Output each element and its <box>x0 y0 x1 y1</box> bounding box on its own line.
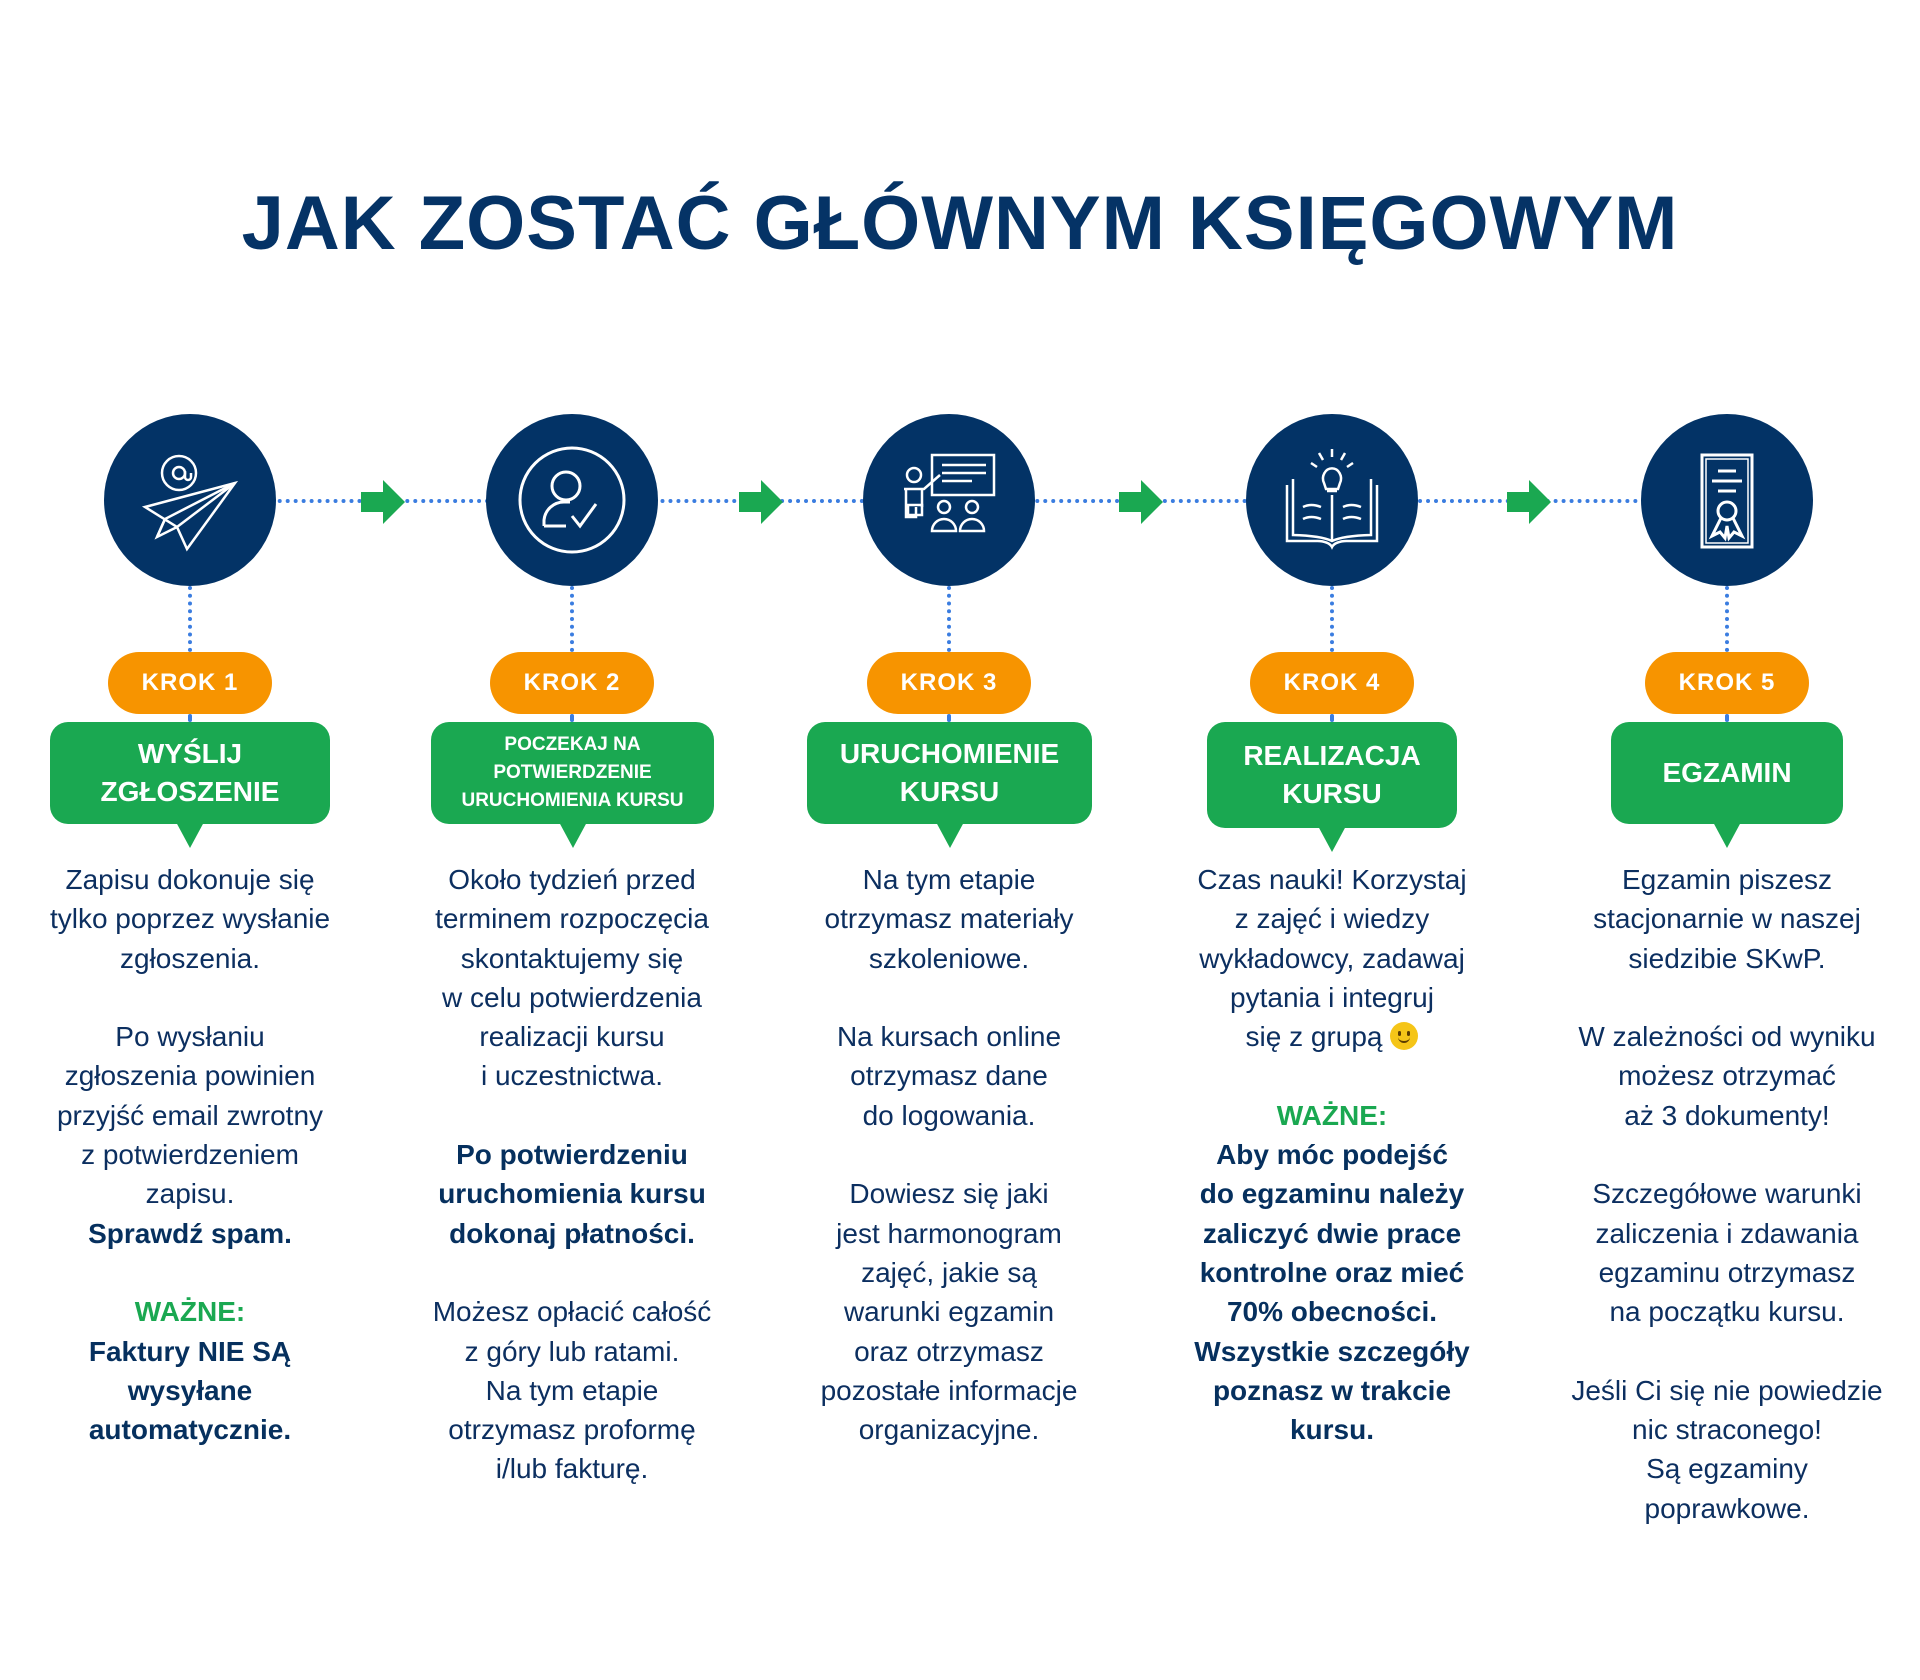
paragraph: WAŻNE: Faktury NIE SĄ wysyłane automatycz… <box>0 1292 410 1449</box>
connector-line <box>188 586 192 652</box>
connector-line <box>1330 714 1334 722</box>
text: Czas nauki! Korzystaj z zajęć i wiedzy w… <box>1197 864 1467 1053</box>
emphasis-text: Aby móc podejść do egzaminu należy zalic… <box>1112 1135 1552 1449</box>
text: Faktury NIE SĄ wysyłane automatycznie. <box>88 1335 292 1446</box>
step-heading: WYŚLIJ ZGŁOSZENIE <box>50 722 330 848</box>
body-text: Około tydzień przed terminem rozpoczęcia… <box>352 860 792 1096</box>
paragraph: Egzamin piszesz stacjonarnie w naszej si… <box>1507 860 1920 978</box>
important-label: WAŻNE: <box>1112 1096 1552 1135</box>
text: Po wysłaniu zgłoszenia powinien przyjść … <box>56 1021 324 1210</box>
paragraph: W zależności od wyniku możesz otrzymać a… <box>1507 1017 1920 1135</box>
text: Na kursach online otrzymasz dane do logo… <box>836 1021 1062 1131</box>
connector-line <box>947 714 951 722</box>
paragraph: Około tydzień przed terminem rozpoczęcia… <box>352 860 792 1096</box>
paragraph: Szczegółowe warunki zaliczenia i zdawani… <box>1507 1174 1920 1331</box>
paragraph: Po potwierdzeniu uruchomienia kursu doko… <box>352 1135 792 1253</box>
text: WAŻNE: <box>134 1296 246 1328</box>
step-description: Egzamin piszesz stacjonarnie w naszej si… <box>1507 860 1920 1567</box>
emphasis-text: Po potwierdzeniu uruchomienia kursu doko… <box>352 1135 792 1253</box>
text: Na tym etapie otrzymasz materiały szkole… <box>824 864 1074 974</box>
step-icon-circle <box>1246 414 1418 586</box>
page-title: JAK ZOSTAĆ GŁÓWNYM KSIĘGOWYM <box>241 181 1679 266</box>
text: Po potwierdzeniu uruchomienia kursu doko… <box>438 1139 706 1249</box>
paragraph: Na tym etapie otrzymasz materiały szkole… <box>729 860 1169 978</box>
teacher-presentation-icon <box>904 453 996 533</box>
body-text: Dowiesz się jaki jest harmonogram zajęć,… <box>729 1174 1169 1449</box>
step-badge: KROK 2 <box>490 652 654 714</box>
text: Sprawdź spam. <box>88 1217 292 1249</box>
text: Dowiesz się jaki jest harmonogram zajęć,… <box>820 1178 1078 1446</box>
body-text: Szczegółowe warunki zaliczenia i zdawani… <box>1507 1174 1920 1331</box>
arrow-right-icon <box>739 480 783 524</box>
step-badge: KROK 4 <box>1250 652 1414 714</box>
step-icon-circle <box>104 414 276 586</box>
smiley-emoji-icon <box>1390 1022 1419 1051</box>
text: Około tydzień przed terminem rozpoczęcia… <box>435 864 709 1092</box>
arrow-right-icon <box>1507 480 1551 524</box>
arrow-right-icon <box>1119 480 1163 524</box>
connector-line <box>1330 586 1334 652</box>
paragraph: Dowiesz się jaki jest harmonogram zajęć,… <box>729 1174 1169 1449</box>
connector-line <box>947 586 951 652</box>
important-label: WAŻNE: <box>0 1292 410 1331</box>
text: Szczegółowe warunki zaliczenia i zdawani… <box>1592 1178 1862 1328</box>
paper-plane-email-icon <box>141 454 239 552</box>
text: Aby móc podejść do egzaminu należy zalic… <box>1194 1139 1470 1446</box>
paragraph: WAŻNE: Aby móc podejść do egzaminu należy… <box>1112 1096 1552 1450</box>
body-text: Jeśli Ci się nie powiedzie nic straconeg… <box>1507 1371 1920 1528</box>
text: W zależności od wyniku możesz otrzymać a… <box>1578 1021 1876 1131</box>
paragraph: Możesz opłacić całość z góry lub ratami.… <box>352 1292 792 1488</box>
body-text: W zależności od wyniku możesz otrzymać a… <box>1507 1017 1920 1135</box>
emphasis-text: Sprawdź spam. <box>0 1214 410 1253</box>
text: WAŻNE: <box>1276 1099 1388 1131</box>
step-heading: URUCHOMIENIE KURSU <box>807 722 1092 848</box>
step-badge: KROK 1 <box>108 652 272 714</box>
connector-line <box>1725 714 1729 722</box>
body-text: Na kursach online otrzymasz dane do logo… <box>729 1017 1169 1135</box>
emphasis-text: Faktury NIE SĄ wysyłane automatycznie. <box>0 1332 410 1450</box>
step-heading: POCZEKAJ NA POTWIERDZENIE URUCHOMIENIA K… <box>431 722 714 848</box>
connector-line <box>570 586 574 652</box>
text: Egzamin piszesz stacjonarnie w naszej si… <box>1593 864 1861 974</box>
paragraph: Czas nauki! Korzystaj z zajęć i wiedzy w… <box>1112 860 1552 1056</box>
paragraph: Po wysłaniu zgłoszenia powinien przyjść … <box>0 1017 410 1253</box>
connector-line <box>188 714 192 722</box>
body-text: Po wysłaniu zgłoszenia powinien przyjść … <box>0 1017 410 1213</box>
paragraph: Jeśli Ci się nie powiedzie nic straconeg… <box>1507 1371 1920 1528</box>
body-text: Egzamin piszesz stacjonarnie w naszej si… <box>1507 860 1920 978</box>
connector-line <box>570 714 574 722</box>
text: Zapisu dokonuje się tylko poprzez wysłan… <box>49 864 331 974</box>
paragraph: Zapisu dokonuje się tylko poprzez wysłan… <box>0 860 410 978</box>
connector-line <box>1725 586 1729 652</box>
text: Możesz opłacić całość z góry lub ratami.… <box>432 1296 712 1485</box>
certificate-icon <box>1700 453 1754 549</box>
paragraph: Na kursach online otrzymasz dane do logo… <box>729 1017 1169 1135</box>
user-check-icon <box>518 446 626 554</box>
step-icon-circle <box>863 414 1035 586</box>
step-description: Czas nauki! Korzystaj z zajęć i wiedzy w… <box>1112 860 1552 1489</box>
step-heading: REALIZACJA KURSU <box>1207 722 1457 852</box>
step-heading: EGZAMIN <box>1611 722 1843 848</box>
step-description: Zapisu dokonuje się tylko poprzez wysłan… <box>0 860 410 1489</box>
body-text: Na tym etapie otrzymasz materiały szkole… <box>729 860 1169 978</box>
step-badge: KROK 5 <box>1645 652 1809 714</box>
arrow-right-icon <box>361 480 405 524</box>
step-badge: KROK 3 <box>867 652 1031 714</box>
text: Jeśli Ci się nie powiedzie nic straconeg… <box>1571 1374 1883 1524</box>
step-icon-circle <box>1641 414 1813 586</box>
body-text: Czas nauki! Korzystaj z zajęć i wiedzy w… <box>1112 860 1552 1056</box>
step-icon-circle <box>486 414 658 586</box>
step-description: Na tym etapie otrzymasz materiały szkole… <box>729 860 1169 1489</box>
body-text: Zapisu dokonuje się tylko poprzez wysłan… <box>0 860 410 978</box>
book-lightbulb-icon <box>1285 449 1379 550</box>
step-description: Około tydzień przed terminem rozpoczęcia… <box>352 860 792 1528</box>
body-text: Możesz opłacić całość z góry lub ratami.… <box>352 1292 792 1488</box>
